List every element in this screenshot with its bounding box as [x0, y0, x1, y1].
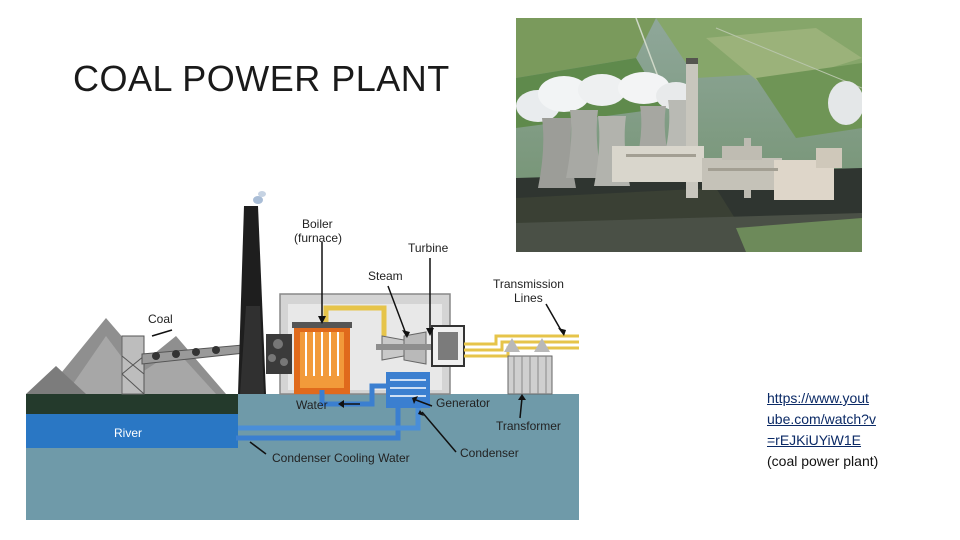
transformer	[504, 338, 553, 395]
video-link-line2[interactable]: ube.com/watch?v	[767, 411, 876, 427]
power-plant-diagram: Boiler (furnace) Turbine Steam Transmiss…	[26, 191, 579, 520]
reference-block: https://www.yout ube.com/watch?v =rEJKiU…	[767, 388, 907, 472]
label-water: Water	[296, 398, 328, 412]
label-condenser: Condenser	[460, 446, 519, 460]
video-link-line1[interactable]: https://www.yout	[767, 390, 869, 406]
label-transformer: Transformer	[496, 419, 561, 433]
water-pipe	[319, 383, 386, 407]
cooling-pipe-in	[238, 408, 421, 431]
video-link-line3[interactable]: =rEJKiUYiW1E	[767, 432, 862, 448]
video-caption: (coal power plant)	[767, 453, 879, 469]
label-generator: Generator	[436, 396, 490, 410]
label-boiler-line2: (furnace)	[294, 231, 342, 245]
power-plant-photo	[516, 18, 862, 252]
label-turbine: Turbine	[408, 241, 449, 255]
grass-strip	[26, 394, 238, 414]
cooling-pipe-out	[236, 408, 401, 441]
steam-pipe	[323, 305, 387, 336]
label-transmission-line1: Transmission	[493, 277, 564, 291]
label-coal: Coal	[148, 312, 173, 326]
label-boiler-line1: Boiler	[302, 217, 333, 231]
label-cooling-water: Condenser Cooling Water	[272, 451, 410, 465]
river-band	[26, 414, 238, 448]
label-river: River	[114, 426, 142, 440]
slide-title: COAL POWER PLANT	[73, 58, 450, 99]
label-transmission-line2: Lines	[514, 291, 543, 305]
label-steam: Steam	[368, 269, 403, 283]
transmission-lines	[464, 334, 579, 358]
